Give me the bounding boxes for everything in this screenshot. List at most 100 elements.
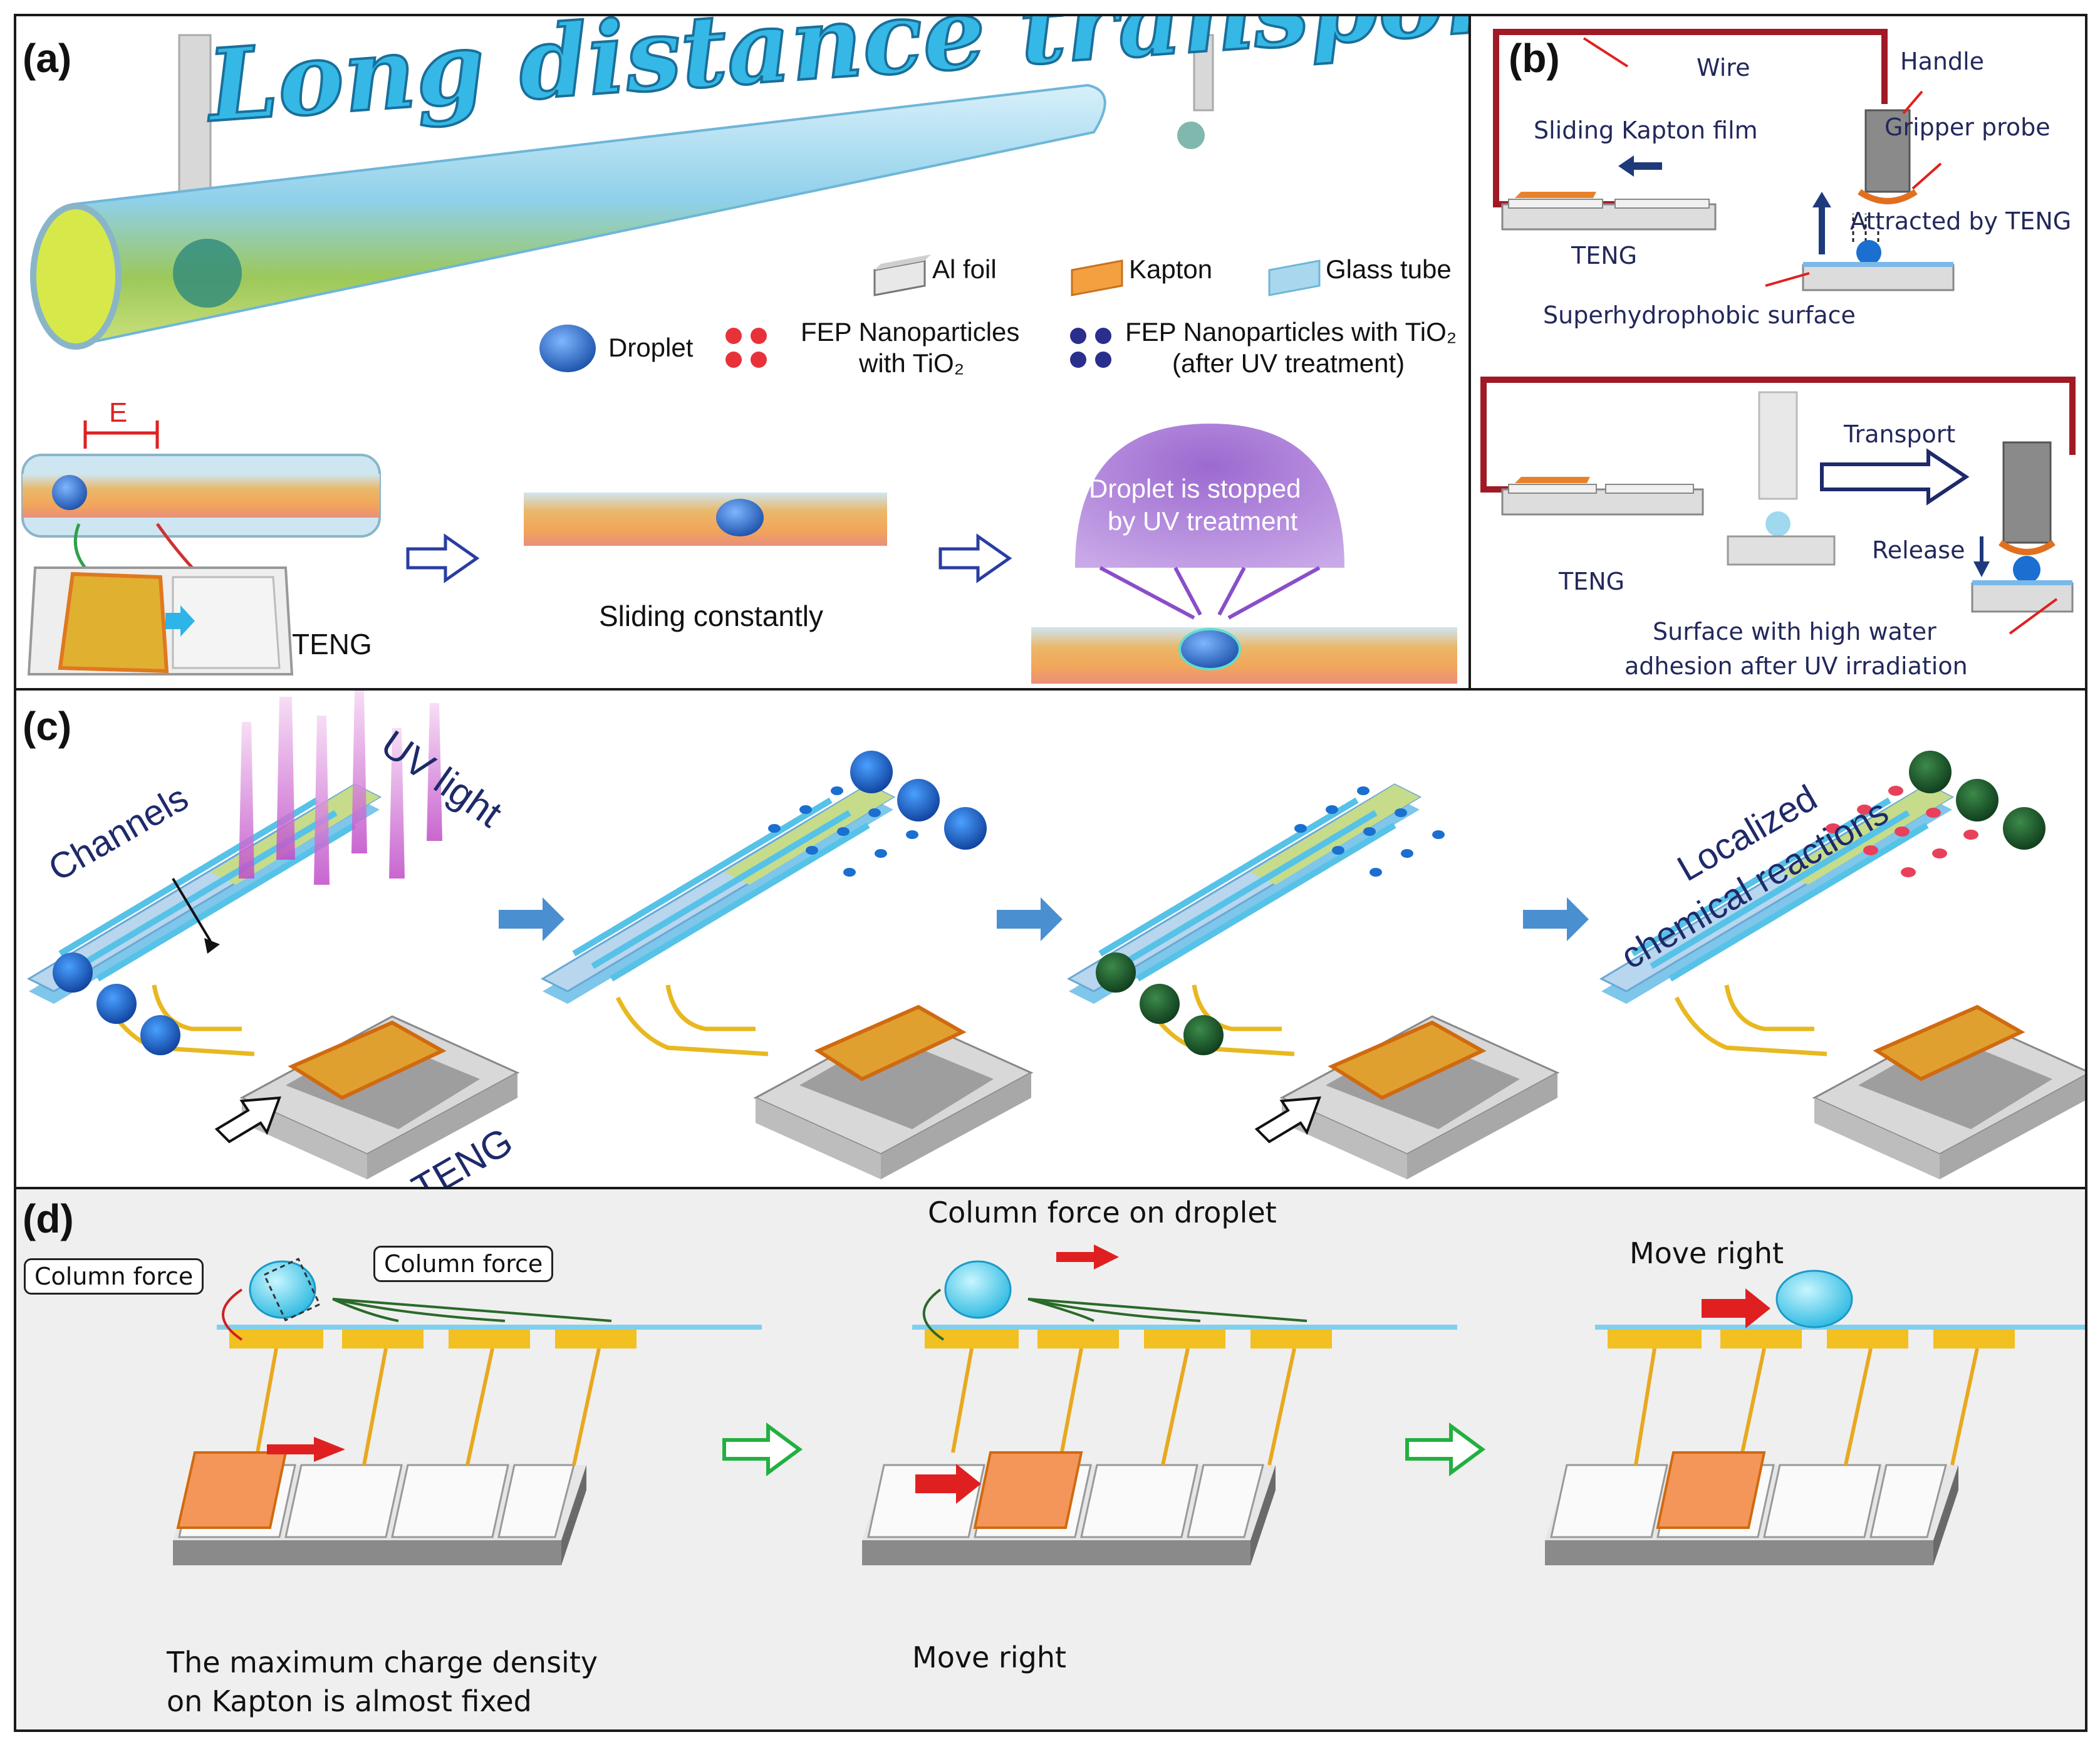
hollow-arrow-d1: [722, 1422, 803, 1476]
column-force-red-d1: [222, 1288, 243, 1341]
legend-fep-tio2-line1: FEP Nanoparticles: [801, 317, 1020, 347]
kapton-film-top: [1515, 192, 1596, 198]
column-force-right-label: Column force: [373, 1246, 554, 1282]
droplet-faded: [1765, 511, 1791, 536]
hollow-arrow-d2: [1405, 1422, 1486, 1476]
teng-slide-arrow: [165, 605, 195, 637]
legend-fep-tio2-line2: with TiO₂: [859, 348, 964, 378]
tube-opening: [30, 203, 122, 350]
transport-label: Transport: [1844, 420, 1956, 448]
legend-fep-uv-line2: (after UV treatment): [1172, 348, 1405, 378]
plate-mid: [1727, 535, 1836, 566]
channels-pointer: [172, 877, 212, 942]
panel-c-illustration: [16, 691, 2085, 1181]
transport-arrow: [1820, 448, 1970, 506]
stopped-line2: by UV treatment: [1108, 506, 1298, 536]
panel-a-label: (a): [23, 36, 72, 81]
panel-a-illustration: [21, 34, 1457, 684]
adhesion-plate: [1971, 582, 2074, 613]
mini-tube-droplet: [52, 475, 87, 510]
legend-fep-blue-dots: [1070, 328, 1111, 368]
handle-label: Handle: [1900, 48, 1985, 75]
hollow-arrow-a2: [938, 533, 1012, 583]
legend-glass-swatch: [1268, 259, 1321, 296]
handle-top: [1864, 109, 1911, 193]
gripper-top: [1858, 189, 1918, 204]
legend-glass-tube-label: Glass tube: [1326, 254, 1452, 284]
electrode-row-d2: [912, 1327, 1457, 1348]
leads-d3: [1634, 1348, 1979, 1466]
teng-push-arrow-1: [214, 1096, 281, 1144]
uv-rays: [1099, 566, 1321, 620]
force-box-d1: [262, 1258, 321, 1322]
column-force-left-label: Column force: [24, 1258, 204, 1295]
max-charge-line2: on Kapton is almost fixed: [167, 1684, 532, 1718]
legend-fep-uv-line1: FEP Nanoparticles with TiO₂: [1125, 317, 1457, 347]
tube-post-right: [1193, 34, 1214, 112]
teng-kapton-c4: [1873, 1004, 2025, 1082]
green-droplet-c4-a: [1909, 751, 1952, 793]
handle-bottom: [2002, 441, 2052, 544]
legend-kapton-label: Kapton: [1129, 254, 1213, 284]
green-droplet-c4-c: [2003, 807, 2045, 850]
stopped-droplet: [1178, 628, 1241, 670]
tube-droplet-left: [173, 239, 242, 308]
kapton-d2: [973, 1451, 1083, 1529]
droplet-d1: [249, 1260, 316, 1319]
droplets-stage-2: [768, 751, 987, 877]
teng-kapton-c2: [814, 1004, 967, 1082]
adhesion-pointer: [2009, 598, 2058, 635]
stage-arrow-2: [997, 897, 1063, 941]
handle-faded: [1758, 391, 1798, 500]
slide-arrow-d1: [267, 1437, 345, 1462]
wire-pointer: [1583, 37, 1629, 68]
teng-kapton-c1: [288, 1020, 447, 1100]
electrode-row-d3: [1595, 1327, 2087, 1348]
chip-stage-3: [1069, 785, 1420, 1054]
move-right-top-label: Move right: [1630, 1236, 1784, 1270]
leads-d2: [951, 1348, 1296, 1466]
sliding-kapton-label: Sliding Kapton film: [1534, 117, 1758, 144]
green-droplet-c3-a: [1096, 952, 1136, 993]
droplets-stage-3: [1294, 786, 1445, 877]
push-arrow-d2: [915, 1464, 981, 1504]
legend-droplet-label: Droplet: [608, 333, 694, 362]
column-force-droplet-label: Column force on droplet: [928, 1196, 1277, 1229]
panel-b-illustration: [1480, 29, 2076, 635]
stopped-line1: Droplet is stopped: [1089, 474, 1301, 503]
superhydrophobic-label: Superhydrophobic surface: [1543, 301, 1856, 329]
teng-label-a: TENG: [292, 628, 372, 660]
droplet-c1-c: [140, 1015, 180, 1055]
surface-line1: Surface with high water: [1653, 618, 1936, 645]
panel-d-label: (d): [23, 1196, 74, 1241]
gripper-probe-label: Gripper probe: [1884, 113, 2051, 141]
move-arrow-d3: [1702, 1288, 1770, 1328]
uv-beams: [239, 691, 442, 885]
sliding-label: Sliding constantly: [599, 600, 823, 632]
legend-al-foil-label: Al foil: [932, 254, 997, 284]
move-right-mid-label: Move right: [912, 1640, 1067, 1674]
teng-label-b-top: TENG: [1571, 242, 1638, 269]
electrode-row-d1: [217, 1327, 762, 1348]
green-droplet-c3-c: [1183, 1015, 1224, 1055]
surface-line2: adhesion after UV irradiation: [1624, 652, 1968, 680]
sliding-droplet: [716, 499, 764, 536]
panel-a: (a) Long distance transport Al foil Kapt…: [14, 14, 1471, 691]
droplet-c1-a: [53, 952, 93, 993]
panel-b: (b) Wire Handle Sliding Kapton film Grip…: [1468, 14, 2087, 691]
tube-post-left: [178, 34, 212, 206]
chip-stage-2: [543, 785, 893, 1054]
panel-c: (c) Channels UV light TENG Localized che…: [14, 688, 2087, 1189]
teng-push-arrow-3: [1254, 1096, 1321, 1144]
force-arrows-d2: [1027, 1298, 1307, 1322]
legend-fep-red-dots: [725, 328, 767, 368]
legend-droplet-swatch: [539, 325, 596, 372]
e-field-label: E: [109, 397, 128, 428]
handle-pointer: [1902, 90, 1923, 115]
hollow-arrow-a1: [406, 533, 480, 583]
panel-b-label: (b): [1509, 36, 1560, 81]
droplet-d3: [1775, 1270, 1853, 1328]
legend-al-foil-swatch: [873, 254, 931, 296]
stage-arrow-1: [499, 897, 564, 941]
wire-label: Wire: [1697, 54, 1750, 81]
